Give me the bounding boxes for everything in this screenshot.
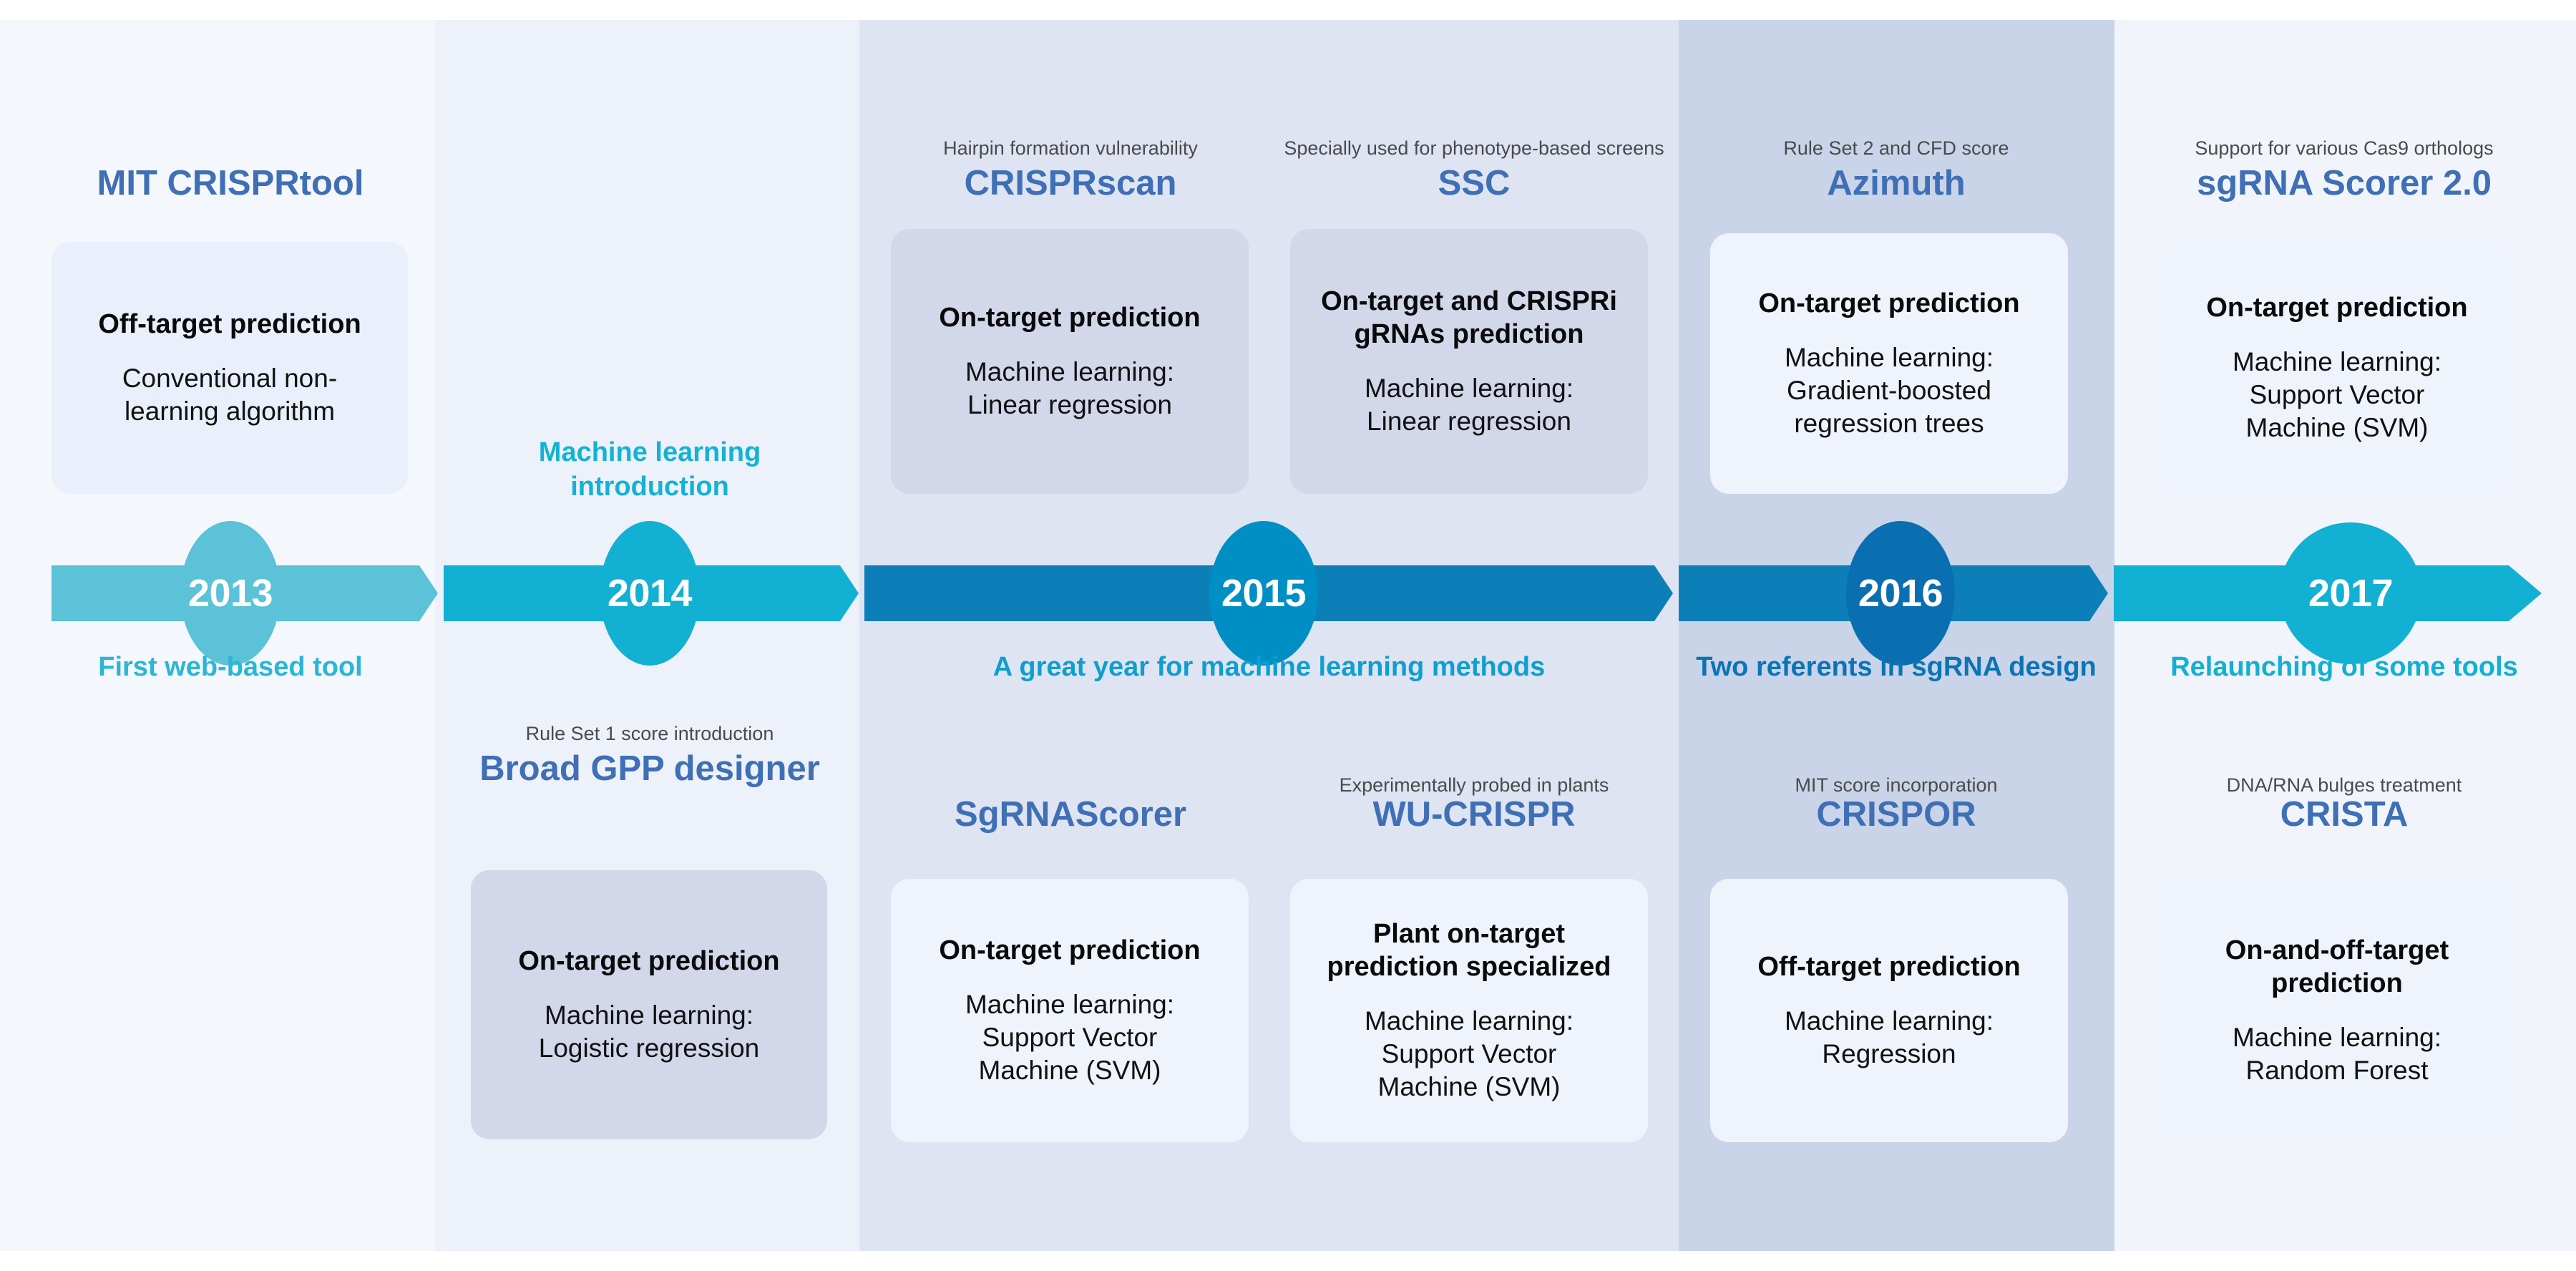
card-detail: Machine learning: Linear regression — [1364, 374, 1574, 436]
card-heading: On-target and CRISPRi gRNAs prediction — [1321, 286, 1617, 349]
card-detail: Machine learning: Regression — [1784, 1006, 1994, 1068]
year-bubble-2015: 2015 — [1209, 521, 1318, 666]
year-bubble-2013: 2013 — [180, 521, 280, 666]
year-label-2015: 2015 — [1221, 572, 1307, 615]
tool-name-crispor: CRISPOR — [1816, 795, 1976, 834]
card-detail: Machine learning: Support Vector Machine… — [2232, 347, 2442, 442]
tool-kicker-wu-crispr: Experimentally probed in plants — [1339, 774, 1609, 796]
card-heading: Plant on-target prediction specialized — [1327, 919, 1611, 982]
tool-name-broad-gpp: Broad GPP designer — [479, 749, 820, 788]
year-bubble-2014: 2014 — [600, 521, 700, 666]
tool-name-crisprscan: CRISPRscan — [964, 164, 1177, 203]
card-heading: On-target prediction — [939, 303, 1201, 333]
card-detail: Machine learning: Support Vector Machine… — [965, 990, 1175, 1085]
tool-name-crista: CRISTA — [2280, 795, 2409, 834]
year-bubble-2017: 2017 — [2280, 522, 2421, 664]
tool-kicker-ssc: Specially used for phenotype-based scree… — [1284, 137, 1664, 159]
tool-card-azimuth: On-target prediction Machine learning: G… — [1710, 233, 2068, 494]
year-label-2013: 2013 — [187, 572, 273, 615]
tool-name-sgrnascorer: SgRNAScorer — [954, 795, 1187, 834]
tool-kicker-sgrna-scorer-2: Support for various Cas9 orthologs — [2195, 137, 2494, 159]
tool-name-azimuth: Azimuth — [1827, 164, 1966, 203]
year-caption-2016: Two referents in sgRNA design — [1696, 652, 2097, 682]
card-heading: On-target prediction — [939, 935, 1201, 965]
tool-card-crisprscan: On-target prediction Machine learning: L… — [891, 229, 1249, 494]
tool-kicker-crista: DNA/RNA bulges treatment — [2226, 774, 2462, 796]
tool-kicker-crispor: MIT score incorporation — [1795, 774, 1998, 796]
tool-name-sgrna-scorer-2: sgRNA Scorer 2.0 — [2196, 164, 2492, 203]
tool-card-broad-gpp: On-target prediction Machine learning: L… — [471, 870, 827, 1139]
tool-card-wu-crispr: Plant on-target prediction specialized M… — [1290, 879, 1648, 1142]
card-heading: On-target prediction — [518, 946, 780, 976]
card-heading: On-and-off-target prediction — [2225, 935, 2449, 998]
tool-name-ssc: SSC — [1438, 164, 1511, 203]
card-heading: On-target prediction — [2206, 293, 2468, 323]
tool-name-mit-crisprtool: MIT CRISPRtool — [97, 164, 364, 203]
year-caption-2017: Relaunching of some tools — [2170, 652, 2518, 682]
tool-kicker-azimuth: Rule Set 2 and CFD score — [1783, 137, 2009, 159]
card-heading: Off-target prediction — [1757, 952, 2021, 982]
tool-card-crista: On-and-off-target prediction Machine lea… — [2158, 879, 2516, 1142]
card-detail: Machine learning: Gradient-boosted regre… — [1784, 343, 1994, 438]
year-label-2017: 2017 — [2308, 572, 2394, 615]
card-detail: Machine learning: Logistic regression — [538, 1000, 760, 1063]
tool-card-ssc: On-target and CRISPRi gRNAs prediction M… — [1290, 229, 1648, 494]
tool-kicker-crisprscan: Hairpin formation vulnerability — [943, 137, 1198, 159]
tool-card-sgrnascorer: On-target prediction Machine learning: S… — [891, 879, 1249, 1142]
tool-card-sgrna-scorer-2: On-target prediction Machine learning: S… — [2158, 242, 2516, 494]
card-detail: Conventional non- learning algorithm — [122, 364, 338, 426]
card-detail: Machine learning: Random Forest — [2232, 1023, 2442, 1085]
card-detail: Machine learning: Support Vector Machine… — [1364, 1006, 1574, 1101]
year-label-2014: 2014 — [607, 572, 693, 615]
card-heading: Off-target prediction — [98, 309, 361, 339]
year-label-2016: 2016 — [1858, 572, 1943, 615]
tool-card-crispor: Off-target prediction Machine learning: … — [1710, 879, 2068, 1142]
tool-card-mit-crisprtool: Off-target prediction Conventional non- … — [52, 242, 408, 494]
year-caption-2014: Machine learning introduction — [538, 437, 761, 502]
card-heading: On-target prediction — [1758, 288, 2020, 318]
card-detail: Machine learning: Linear regression — [965, 357, 1175, 419]
tool-name-wu-crispr: WU-CRISPR — [1372, 795, 1576, 834]
year-bubble-2016: 2016 — [1846, 521, 1955, 666]
timeline-axis: 2013 2014 2015 2016 2017 — [0, 521, 2576, 666]
year-caption-2013: First web-based tool — [98, 652, 363, 682]
tool-kicker-broad-gpp: Rule Set 1 score introduction — [525, 723, 774, 744]
year-caption-2015: A great year for machine learning method… — [992, 652, 1546, 682]
